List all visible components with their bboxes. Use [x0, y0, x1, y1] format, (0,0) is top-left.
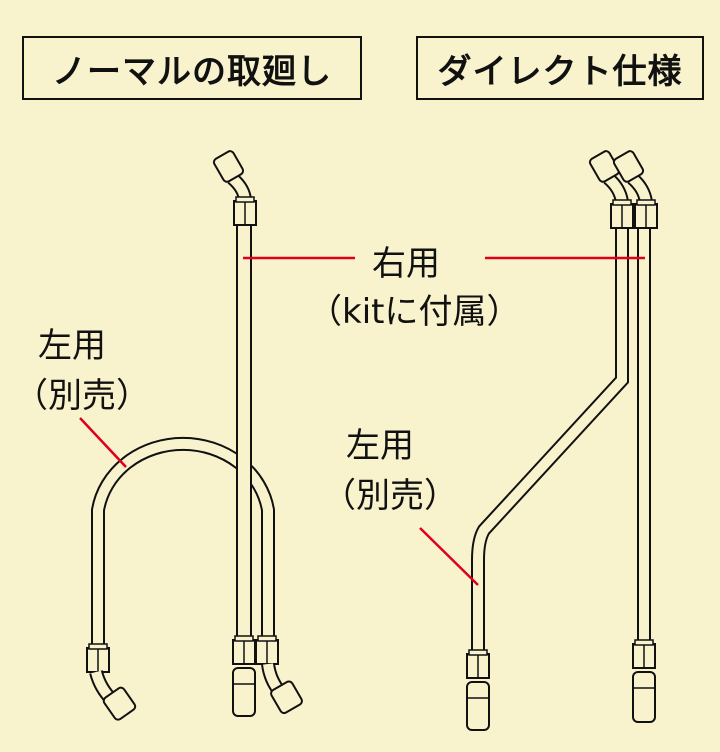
label-right-use: 右用 — [372, 244, 440, 284]
leader-lines — [79, 256, 645, 586]
left-hose-direct — [466, 150, 634, 731]
label-left-use-direct: 左用 — [346, 426, 414, 466]
title-direct-spec: ダイレクト仕様 — [416, 36, 704, 100]
label-kit-included: （kitに付属） — [308, 292, 521, 332]
label-sold-separately-direct: （別売） — [322, 476, 458, 516]
right-hose-normal — [212, 150, 257, 717]
title-normal-routing: ノーマルの取廻し — [22, 36, 362, 100]
label-sold-separately-normal: （別売） — [14, 376, 150, 416]
label-left-use-normal: 左用 — [38, 326, 106, 366]
right-hose-direct — [612, 150, 658, 723]
left-hose-normal — [86, 436, 303, 721]
